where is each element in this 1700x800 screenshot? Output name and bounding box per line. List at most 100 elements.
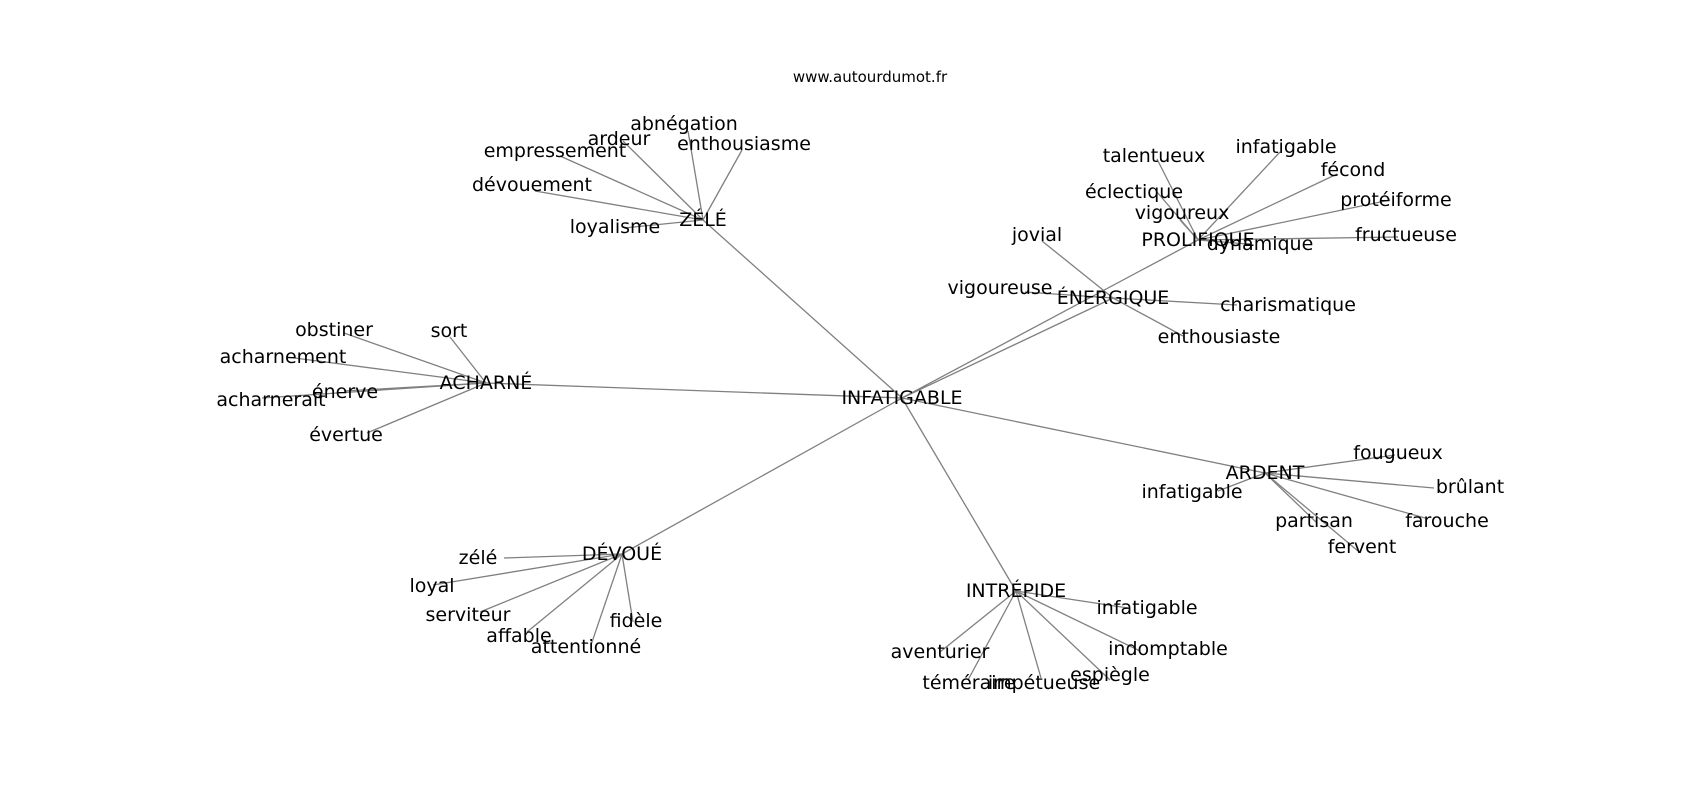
leaf-node-label: loyal <box>409 575 454 597</box>
edge-center-to-hub <box>485 382 903 399</box>
leaf-node-label: vigoureuse <box>948 277 1053 299</box>
leaf-node-label: enthousiasme <box>677 133 811 155</box>
edge-hub-to-leaf <box>939 590 1017 653</box>
hub-node-label: ÉNERGIQUE <box>1057 286 1170 309</box>
edge-hub-to-leaf <box>1112 297 1184 337</box>
leaf-node-label: protéiforme <box>1340 189 1452 211</box>
edge-hub-to-leaf <box>286 356 487 384</box>
edge-hub-to-leaf <box>621 553 634 623</box>
center-node-label: INFATIGABLE <box>841 387 962 409</box>
leaf-node-label: charismatique <box>1220 294 1356 316</box>
edge-hub-to-leaf <box>1015 590 1111 681</box>
edge-hub-to-leaf <box>1264 472 1426 519</box>
edge-hub-to-leaf <box>702 149 743 221</box>
edge-hub-to-leaf <box>1041 240 1114 299</box>
edge-center-to-hub <box>621 397 903 555</box>
hub-node-label: ZÉLÉ <box>679 208 727 231</box>
edge-hub-to-leaf <box>1015 590 1129 609</box>
leaf-node-label: infatigable <box>1096 597 1197 619</box>
edge-hub-to-leaf <box>261 382 487 399</box>
leaf-node-label: ardeur <box>588 128 651 150</box>
edge-hub-to-leaf <box>479 553 623 613</box>
leaf-node-label: téméraire <box>922 672 1015 694</box>
edge-center-to-hub <box>901 239 1199 399</box>
leaf-node-label: empressement <box>484 140 627 162</box>
leaf-node-label: fougueux <box>1353 442 1442 464</box>
edge-center-to-hub <box>901 397 1266 474</box>
edge-hub-to-leaf <box>1197 239 1248 245</box>
leaf-node-label: évertue <box>309 424 383 446</box>
leaf-node-label: enthousiaste <box>1158 326 1281 348</box>
edge-hub-to-leaf <box>1197 151 1281 241</box>
leaf-node-label: affable <box>486 625 551 647</box>
leaf-node-label: brûlant <box>1436 476 1504 498</box>
edge-hub-to-leaf <box>343 332 487 384</box>
edge-hub-to-leaf <box>1024 291 1114 299</box>
edge-center-to-hub <box>901 397 1017 592</box>
edge-hub-to-leaf <box>1264 472 1359 552</box>
hub-node-label: PROLIFIQUE <box>1141 229 1254 251</box>
leaf-node-label: zélé <box>459 547 498 569</box>
leaf-node-label: vigoureux <box>1135 202 1230 224</box>
edge-hub-to-leaf <box>432 553 623 586</box>
hub-node-label: ACHARNÉ <box>440 371 533 394</box>
leaf-node-label: infatigable <box>1141 481 1242 503</box>
edge-hub-to-leaf <box>1156 158 1199 241</box>
leaf-node-label: impétueuse <box>988 672 1100 694</box>
graph-edges <box>261 130 1435 681</box>
edge-hub-to-leaf <box>1156 191 1199 241</box>
leaf-node-label: attentionné <box>531 636 641 658</box>
hub-node-label: INTRÉPIDE <box>966 579 1066 602</box>
edge-hub-to-leaf <box>1264 472 1435 489</box>
edge-center-to-hub <box>702 219 903 399</box>
edge-hub-to-leaf <box>534 190 704 221</box>
edge-hub-to-leaf <box>623 219 704 229</box>
edge-hub-to-leaf <box>503 553 623 559</box>
leaf-node-label: talentueux <box>1103 145 1206 167</box>
edge-center-to-hub <box>901 297 1114 399</box>
edge-hub-to-leaf <box>1264 472 1317 523</box>
site-url-label: www.autourdumot.fr <box>793 68 948 86</box>
edge-hub-to-leaf <box>967 590 1017 681</box>
edge-hub-to-leaf <box>687 130 704 221</box>
leaf-node-label: jovial <box>1011 224 1062 246</box>
leaf-node-label: fécond <box>1321 159 1386 181</box>
edge-hub-to-leaf <box>559 155 704 221</box>
edge-hub-to-leaf <box>1112 297 1238 306</box>
leaf-node-label: serviteur <box>426 604 511 626</box>
leaf-node-label: sort <box>431 320 468 342</box>
leaf-node-label: acharnement <box>220 346 347 368</box>
edge-hub-to-leaf <box>1015 590 1141 652</box>
leaf-node-label: énerve <box>312 381 378 403</box>
edge-hub-to-leaf <box>1264 454 1396 474</box>
edge-hub-to-leaf <box>590 553 623 646</box>
leaf-node-label: dynamique <box>1207 233 1314 255</box>
leaf-node-label: fidèle <box>610 610 663 632</box>
hub-node-label: DÉVOUÉ <box>582 542 662 565</box>
leaf-node-label: fructueuse <box>1355 224 1457 246</box>
hub-node-label: ARDENT <box>1226 462 1305 484</box>
leaf-node-label: fervent <box>1328 536 1397 558</box>
leaf-node-label: partisan <box>1275 510 1353 532</box>
leaf-node-label: loyalisme <box>570 216 660 238</box>
edge-hub-to-leaf <box>1197 236 1399 241</box>
edge-hub-to-leaf <box>449 336 487 384</box>
leaf-node-label: espiègle <box>1070 664 1150 686</box>
leaf-node-label: acharnerait <box>216 389 325 411</box>
edge-hub-to-leaf <box>1197 199 1391 241</box>
leaf-node-label: dévouement <box>472 174 592 196</box>
leaf-node-label: aventurier <box>891 641 990 663</box>
leaf-node-label: farouche <box>1405 510 1489 532</box>
edge-hub-to-leaf <box>1197 173 1338 241</box>
leaf-node-label: obstiner <box>295 319 373 341</box>
leaf-node-label: infatigable <box>1235 136 1336 158</box>
edge-hub-to-leaf <box>366 382 487 434</box>
leaf-node-label: abnégation <box>630 113 738 135</box>
edge-hub-to-leaf <box>1217 472 1266 492</box>
edge-hub-to-leaf <box>526 553 623 633</box>
leaf-node-label: indomptable <box>1108 638 1228 660</box>
leaf-node-label: éclectique <box>1085 181 1183 203</box>
edge-hub-to-leaf <box>1015 590 1042 679</box>
